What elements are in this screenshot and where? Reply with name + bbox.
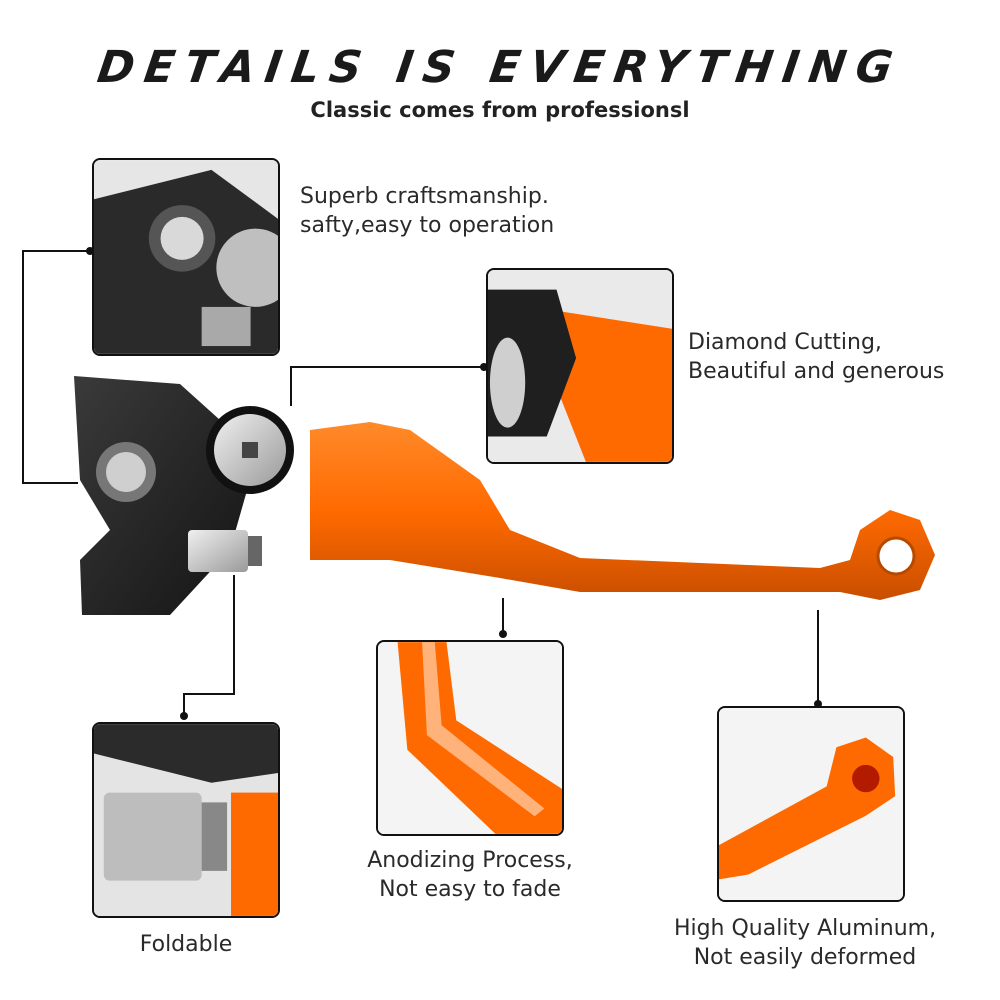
feature-image-diamond-cutting (486, 268, 674, 464)
feature-line: safty,easy to operation (300, 213, 555, 238)
lever-blade-closeup-icon (378, 642, 562, 834)
adjuster-nut-closeup-icon (94, 724, 278, 916)
lever-tip-closeup-icon (719, 708, 903, 900)
feature-line: Not easily deformed (693, 945, 917, 970)
connector-line (290, 366, 482, 368)
feature-line: Beautiful and generous (688, 359, 945, 384)
cnc-edge-closeup-icon (488, 270, 672, 462)
headline-title: DETAILS IS EVERYTHING (94, 42, 906, 93)
feature-line: High Quality Aluminum, (673, 916, 937, 941)
connector-line (22, 250, 88, 252)
connector-line (22, 482, 78, 484)
headline-subtitle: Classic comes from professionsl (310, 98, 690, 122)
connector-dot (86, 247, 94, 255)
feature-line: Not easy to fade (379, 877, 561, 902)
feature-text-foldable: Foldable (92, 930, 280, 959)
feature-line: Superb craftsmanship. (300, 184, 549, 209)
connector-line (233, 575, 235, 695)
feature-text-anodizing: Anodizing Process, Not easy to fade (330, 846, 610, 904)
feature-image-craftsmanship (92, 158, 280, 356)
connector-line (817, 610, 819, 702)
connector-dot (180, 712, 188, 720)
feature-text-craftsmanship: Superb craftsmanship. safty,easy to oper… (300, 182, 600, 240)
feature-image-foldable (92, 722, 280, 918)
connector-line (290, 366, 292, 406)
brake-lever-illustration (60, 360, 960, 620)
connector-line (183, 693, 185, 715)
feature-line: Anodizing Process, (367, 848, 573, 873)
pivot-bolt-closeup-icon (94, 160, 278, 354)
feature-image-aluminum (717, 706, 905, 902)
feature-line: Diamond Cutting, (688, 330, 882, 355)
connector-dot (499, 630, 507, 638)
connector-line (22, 250, 24, 484)
feature-text-aluminum: High Quality Aluminum, Not easily deform… (655, 914, 955, 972)
feature-text-diamond-cutting: Diamond Cutting, Beautiful and generous (688, 328, 988, 386)
connector-dot (480, 363, 488, 371)
connector-dot (814, 700, 822, 708)
feature-image-anodizing (376, 640, 564, 836)
connector-line (183, 693, 235, 695)
connector-line (502, 598, 504, 634)
feature-line: Foldable (139, 932, 233, 957)
